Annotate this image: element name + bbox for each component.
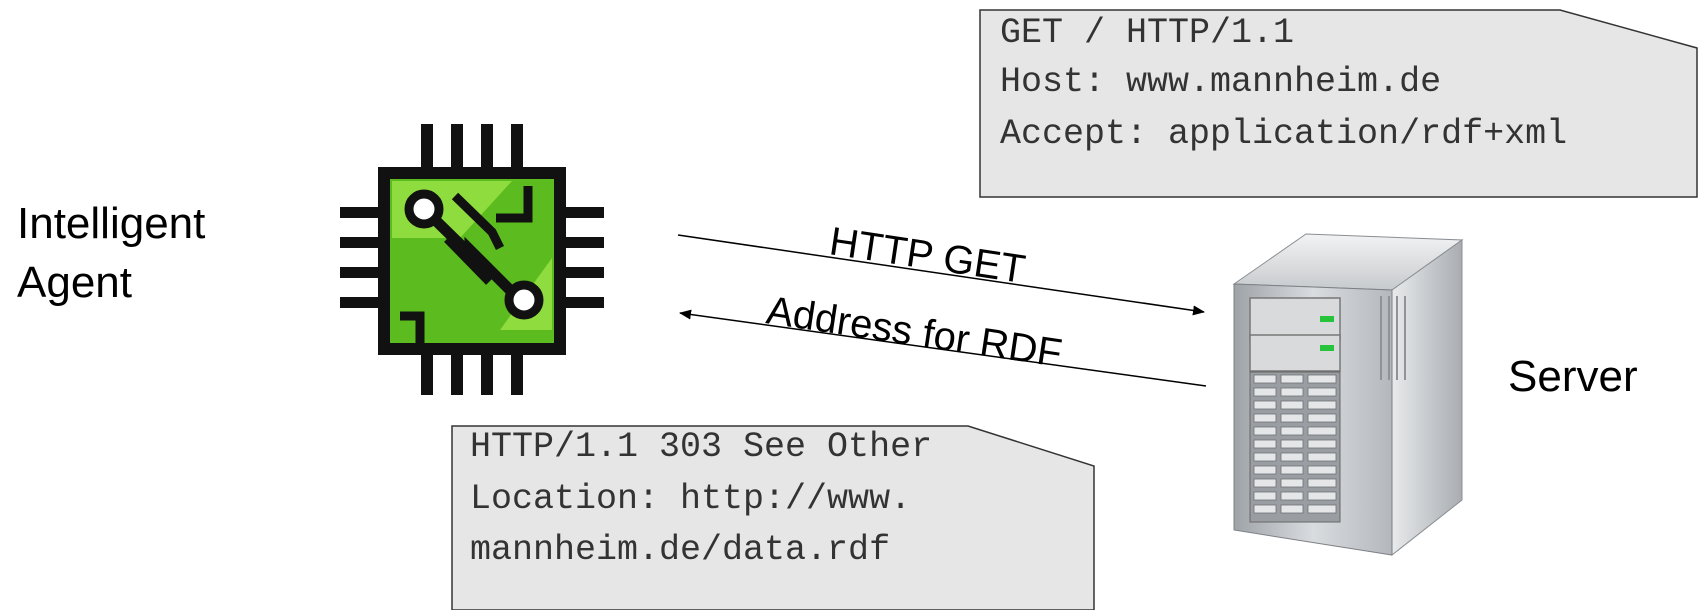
request-line-3: Accept: application/rdf+xml bbox=[1000, 114, 1567, 154]
response-line-3: mannheim.de/data.rdf bbox=[470, 530, 890, 570]
response-note: HTTP/1.1 303 See Other Location: http://… bbox=[451, 425, 1095, 610]
response-arrow bbox=[679, 309, 1207, 387]
agent-label-line1: Intelligent bbox=[17, 199, 205, 248]
server-label: Server bbox=[1508, 352, 1638, 401]
request-line-1: GET / HTTP/1.1 bbox=[1000, 13, 1294, 53]
response-line-2: Location: http://www. bbox=[470, 479, 911, 519]
request-arrow-label: HTTP GET bbox=[827, 219, 1028, 292]
response-arrow-label: Address for RDF bbox=[764, 288, 1065, 376]
request-note: GET / HTTP/1.1 Host: www.mannheim.de Acc… bbox=[979, 9, 1698, 198]
request-line-2: Host: www.mannheim.de bbox=[1000, 62, 1441, 102]
request-arrow bbox=[677, 234, 1205, 316]
response-line-1: HTTP/1.1 303 See Other bbox=[470, 427, 932, 467]
agent-label: Intelligent Agent bbox=[17, 199, 205, 307]
agent-label-line2: Agent bbox=[17, 258, 132, 307]
server-tower-icon bbox=[1232, 233, 1464, 557]
circuit-chip-icon bbox=[340, 124, 604, 395]
